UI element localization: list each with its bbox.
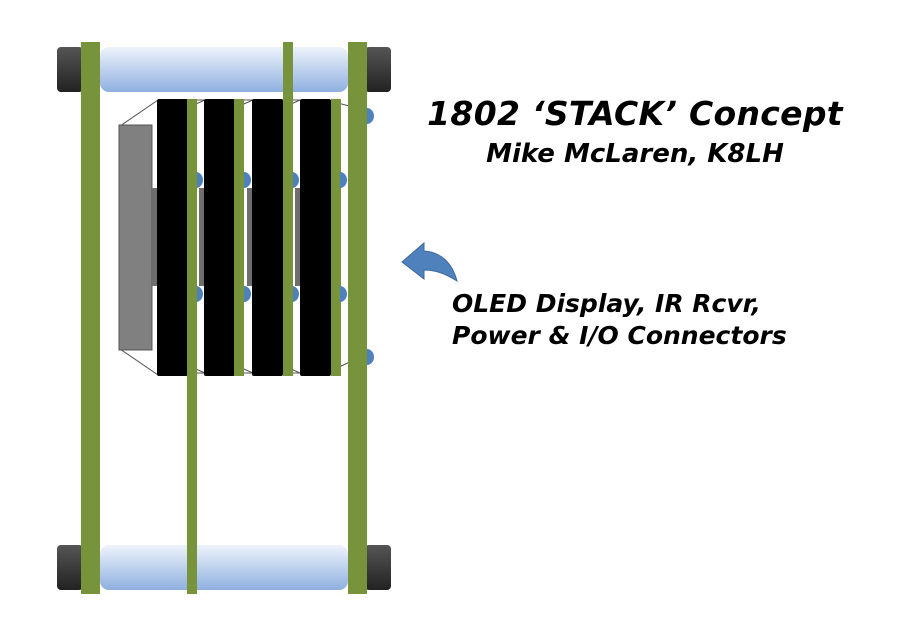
pcb-rail-middle <box>187 99 197 594</box>
curved-arrow-icon <box>401 241 458 283</box>
callout-line-1: OLED Display, IR Rcvr, <box>452 289 761 318</box>
oled-display-panel <box>118 124 153 351</box>
screw-top-right <box>365 47 391 92</box>
pcb-rails <box>81 42 367 594</box>
callout-label: OLED Display, IR Rcvr, Power & I/O Conne… <box>452 288 852 352</box>
screw-top-left <box>57 47 83 92</box>
callout-line-2: Power & I/O Connectors <box>452 321 787 350</box>
author-subtitle: Mike McLaren, K8LH <box>486 139 784 169</box>
module-4 <box>300 99 331 376</box>
pcb-rail-right <box>348 42 367 594</box>
diagram-title: 1802 ‘STACK’ Concept <box>427 94 843 133</box>
screw-bottom-left <box>57 545 83 590</box>
module-1 <box>157 99 188 376</box>
pcb-rail-left <box>81 42 100 594</box>
stack-modules <box>157 99 331 376</box>
standoff-top <box>100 47 348 92</box>
standoff-bottom <box>100 545 348 590</box>
module-2 <box>204 99 235 376</box>
module-3 <box>252 99 283 376</box>
connector-strips <box>151 188 303 286</box>
title-block: 1802 ‘STACK’ Concept Mike McLaren, K8LH <box>420 92 850 172</box>
corner-screws <box>57 47 391 590</box>
module-edges <box>234 99 341 376</box>
pcb-rail-middle-top <box>283 42 293 376</box>
screw-bottom-right <box>365 545 391 590</box>
header-pins <box>196 108 374 365</box>
